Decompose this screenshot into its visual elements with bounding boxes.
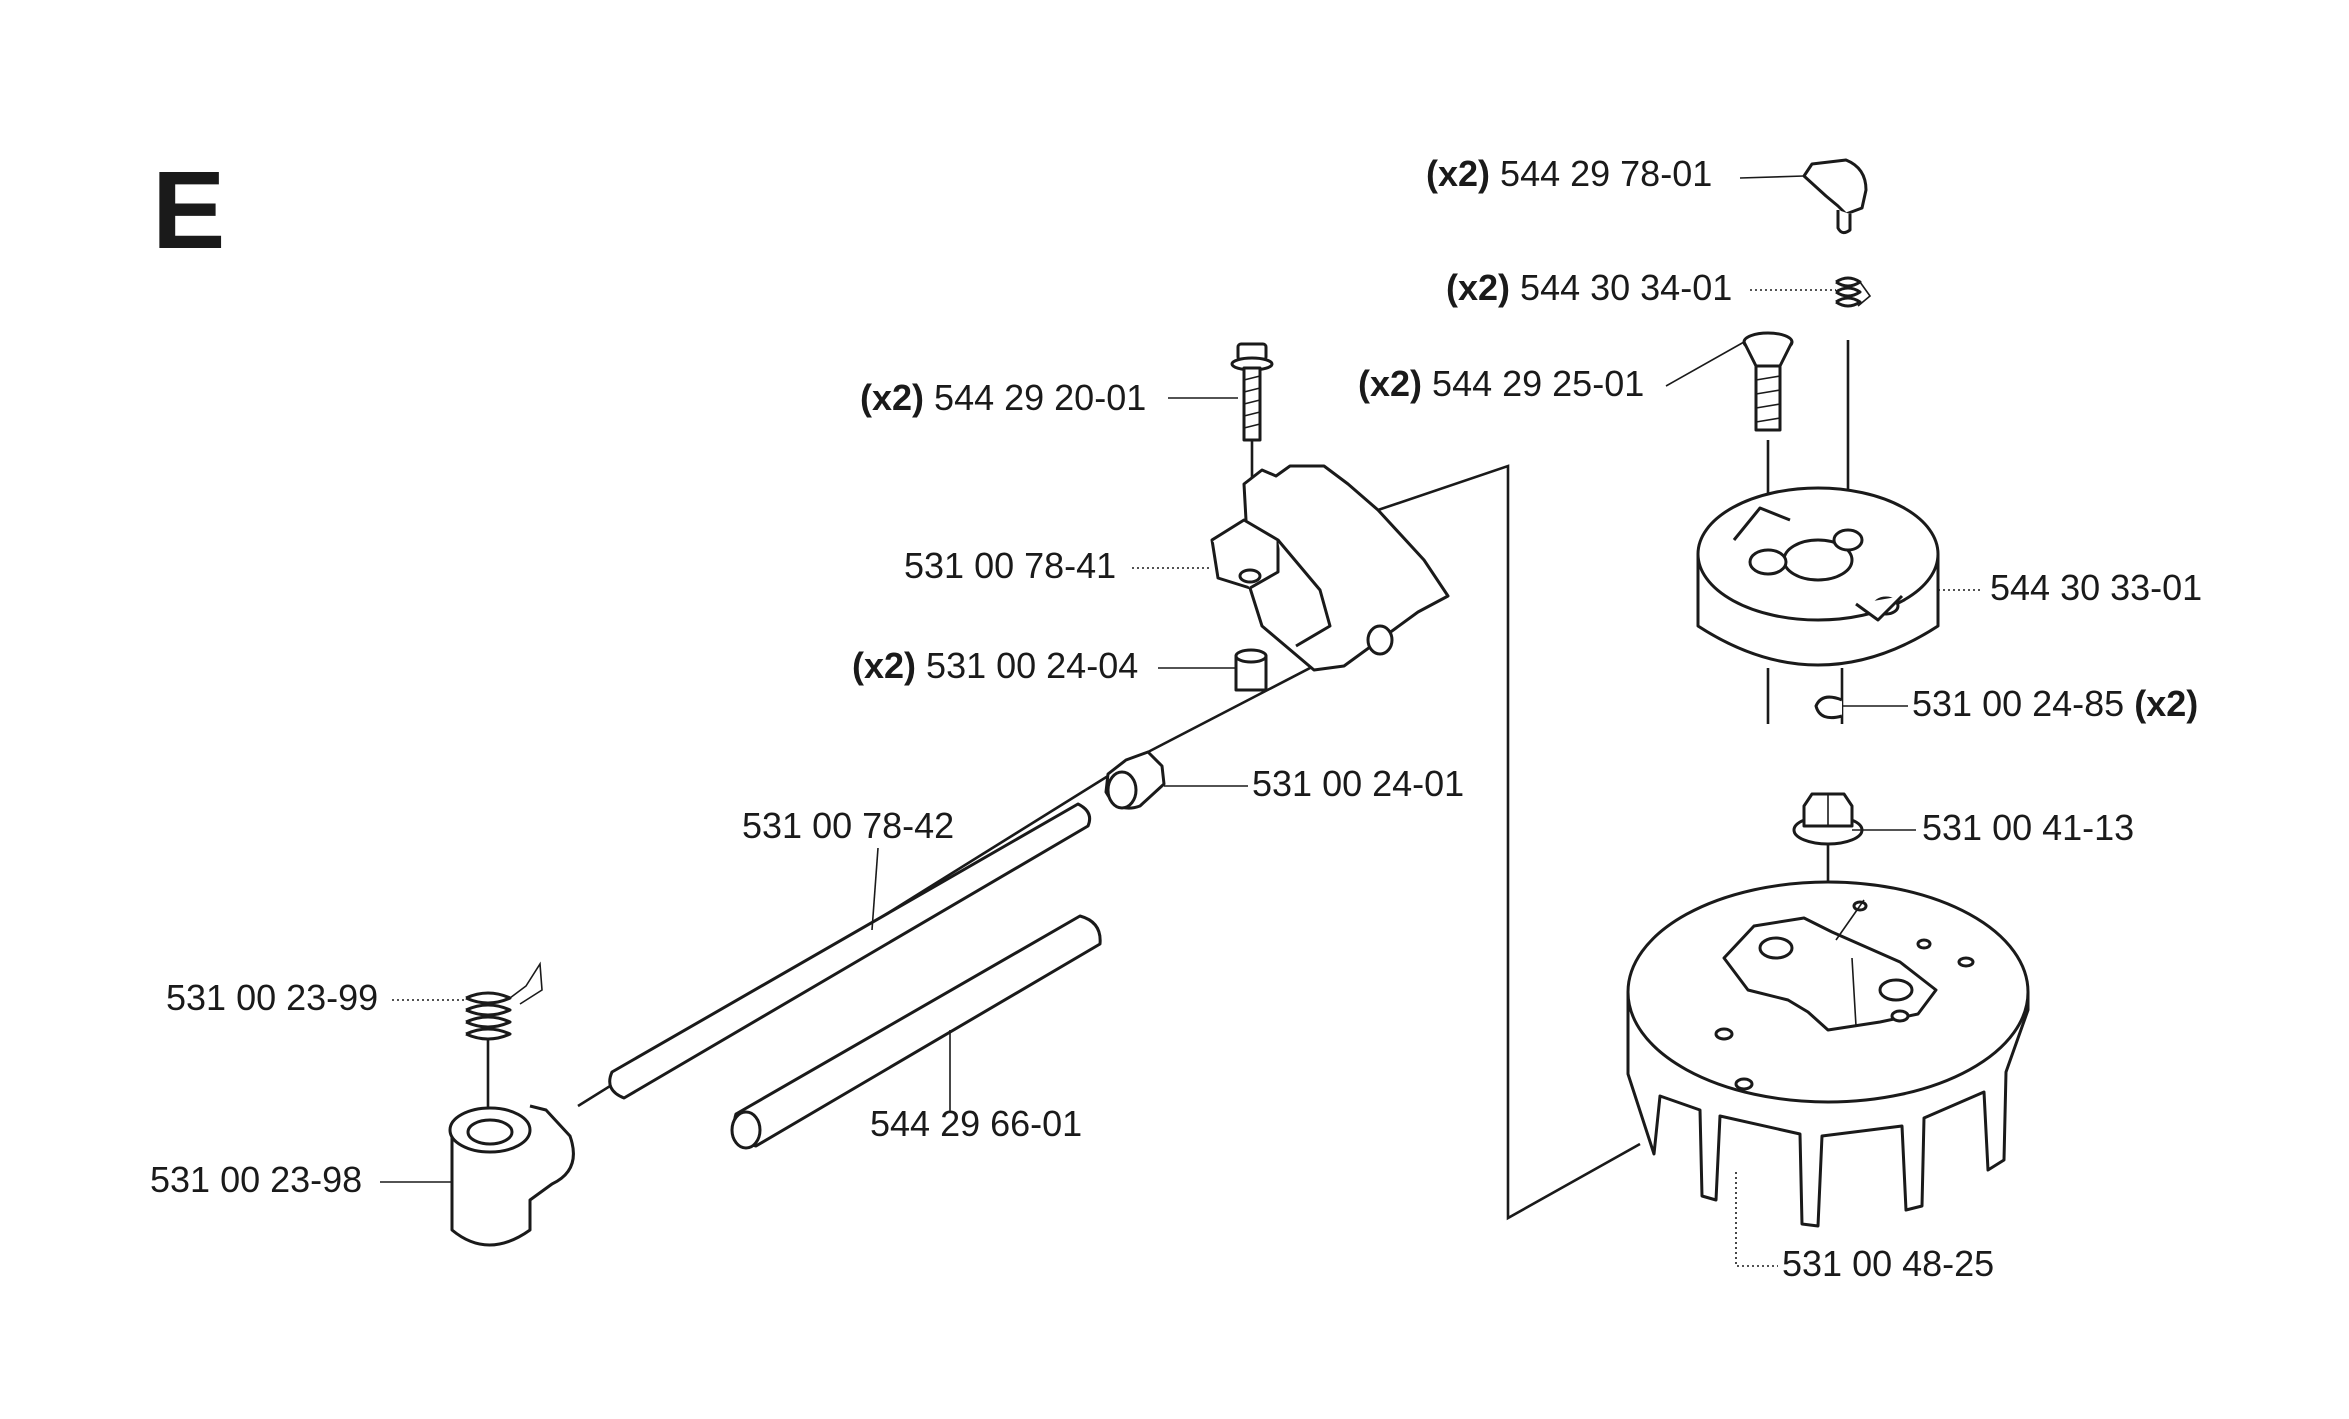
pawl-spring-part: [1835, 276, 1872, 308]
label-544-30-33-01: 544 30 33-01: [1990, 567, 2202, 608]
label-544-29-78-01: (x2) 544 29 78-01: [1426, 153, 1712, 194]
flywheel-part: [1626, 880, 2030, 1228]
leader-544-29-78-01: [1739, 175, 1805, 179]
section-letter: E: [152, 149, 225, 272]
label-544-30-34-01: (x2) 544 30 34-01: [1446, 267, 1732, 308]
sleeve-part: [1234, 648, 1268, 692]
starter-cup-part: [1696, 486, 1940, 667]
label-531-00-23-99: 531 00 23-99: [166, 977, 378, 1018]
countersunk-screw-part: [1742, 331, 1794, 432]
pawl-part: [1802, 158, 1868, 235]
leader-lines: [380, 175, 1982, 1267]
ignition-screw-part: [1230, 342, 1274, 442]
label-531-00-23-98: 531 00 23-98: [150, 1159, 362, 1200]
label-531-00-24-01: 531 00 24-01: [1252, 763, 1464, 804]
label-531-00-41-13: 531 00 41-13: [1922, 807, 2134, 848]
flange-nut-part: [1792, 792, 1864, 846]
label-531-00-24-85: 531 00 24-85 (x2): [1912, 683, 2198, 724]
label-531-00-48-25: 531 00 48-25: [1782, 1243, 1994, 1284]
label-531-00-78-41: 531 00 78-41: [904, 545, 1116, 586]
ignition-cable-path: [1377, 464, 1641, 1221]
grommet-part: [1104, 750, 1166, 810]
label-531-00-24-04: (x2) 531 00 24-04: [852, 645, 1138, 686]
stop-switch-part: [448, 1104, 575, 1247]
hose-part: [730, 914, 1102, 1150]
leader-531-00-78-42: [871, 847, 879, 931]
label-544-29-25-01: (x2) 544 29 25-01: [1358, 363, 1644, 404]
tube-part: [608, 802, 1092, 1100]
part-labels: (x2) 544 29 78-01 (x2) 544 30 34-01 (x2)…: [150, 153, 2202, 1284]
leader-544-29-25-01: [1665, 341, 1745, 387]
circlip-part: [1814, 695, 1843, 720]
label-544-29-66-01: 544 29 66-01: [870, 1103, 1082, 1144]
label-531-00-78-42: 531 00 78-42: [742, 805, 954, 846]
ignition-module-part: [1210, 464, 1450, 672]
switch-spring-part: [465, 961, 543, 1041]
label-544-29-20-01: (x2) 544 29 20-01: [860, 377, 1146, 418]
leader-531-00-48-25: [1735, 1172, 1778, 1267]
